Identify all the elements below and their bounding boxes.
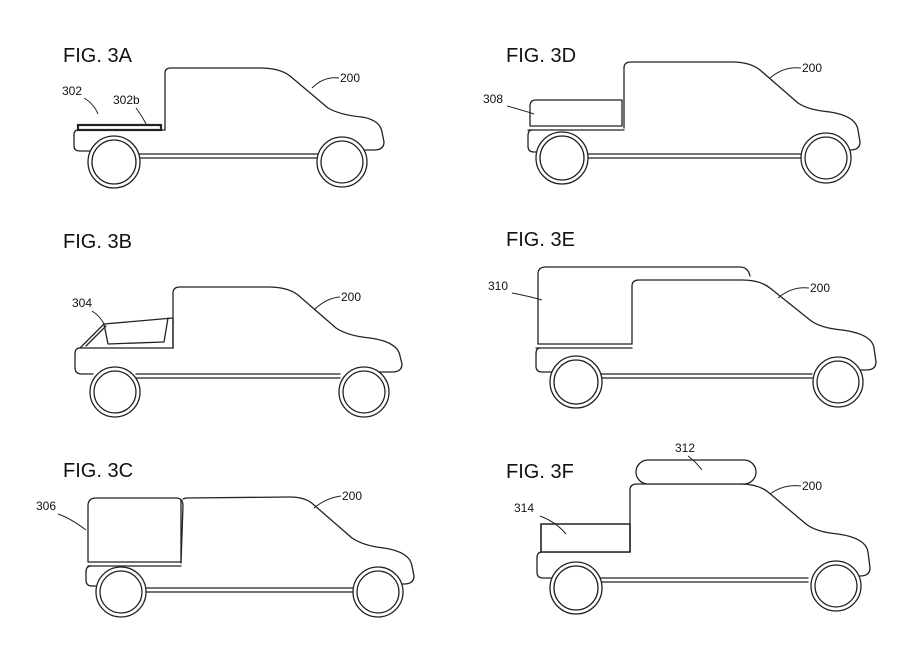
figure-3a-vehicle: [73, 67, 385, 189]
figure-3c-title: FIG. 3C: [63, 460, 133, 482]
figure-3f: FIG. 3F 314 312 200: [506, 441, 871, 615]
figure-3c: FIG. 3C 306 200: [36, 460, 415, 618]
figure-3a-title: FIG. 3A: [63, 45, 133, 67]
figure-3f-label-roof-item: 312: [675, 441, 695, 455]
figure-3e-label-vehicle: 200: [810, 281, 830, 295]
figure-3a: FIG. 3A 302 302b 200: [62, 45, 385, 189]
figure-3f-label-vehicle: 200: [802, 479, 822, 493]
figure-3c-vehicle: [85, 496, 415, 618]
figure-3e-vehicle: [535, 266, 877, 409]
figure-3a-label-item: 302: [62, 84, 82, 98]
figure-3e-title: FIG. 3E: [506, 229, 575, 251]
figure-3b-label-vehicle: 200: [341, 290, 361, 304]
figure-3b-vehicle: [74, 286, 403, 418]
figure-3d-title: FIG. 3D: [506, 45, 576, 67]
figure-3f-label-item: 314: [514, 501, 534, 515]
figure-3b: FIG. 3B 304 200: [63, 231, 403, 418]
figure-3a-label-vehicle: 200: [340, 71, 360, 85]
figure-3d-vehicle: [527, 61, 861, 185]
figure-3b-label-item: 304: [72, 296, 92, 310]
figure-3f-vehicle: [536, 459, 871, 615]
figure-3d: FIG. 3D 308 200: [483, 45, 861, 185]
figure-3d-label-vehicle: 200: [802, 61, 822, 75]
figure-3c-label-item: 306: [36, 499, 56, 513]
figure-3a-label-item-b: 302b: [113, 93, 140, 107]
figure-3e-label-item: 310: [488, 279, 508, 293]
figure-3f-title: FIG. 3F: [506, 461, 574, 483]
figure-3d-label-item: 308: [483, 92, 503, 106]
figure-3e: FIG. 3E 310 200: [488, 229, 877, 409]
figure-3c-label-vehicle: 200: [342, 489, 362, 503]
figure-3b-title: FIG. 3B: [63, 231, 132, 253]
